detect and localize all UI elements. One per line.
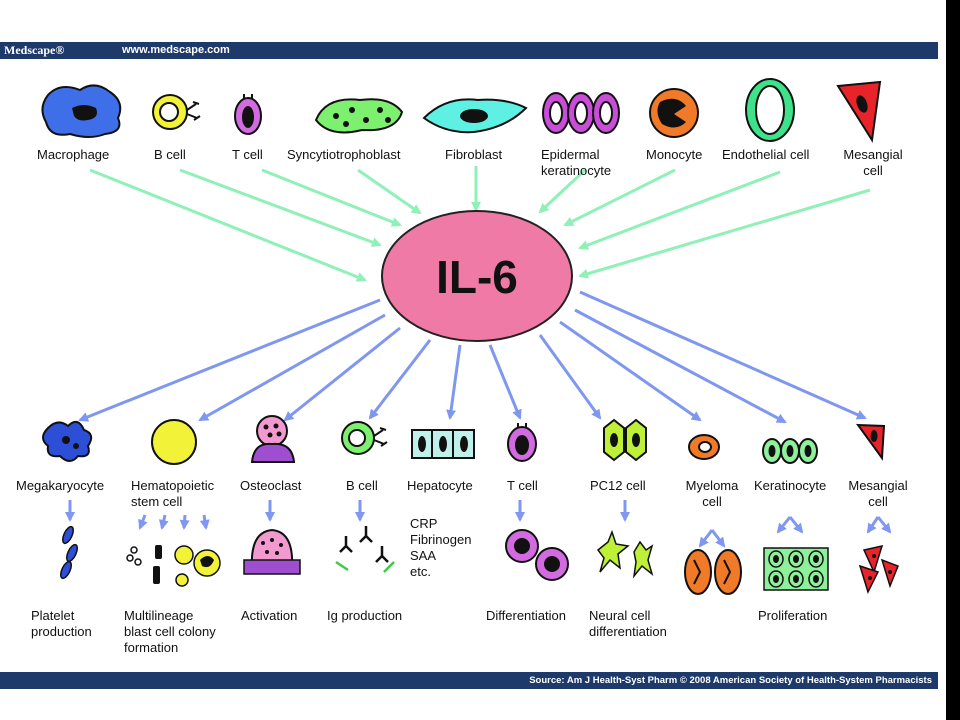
keratinocyte-icon [762, 438, 818, 464]
producer-label-t-cell: T cell [232, 147, 263, 162]
producer-label-syncytiotrophoblast: Syncytiotrophoblast [287, 147, 401, 162]
producer-label-fibroblast: Fibroblast [445, 147, 503, 162]
effect-label-differentiation: Differentiation [486, 608, 566, 623]
keratinocyte-proliferation-icon [763, 547, 829, 591]
target-label-myeloma-cell: Myeloma cell [685, 478, 739, 509]
il6-diagram: IL-6 [41, 78, 899, 595]
platelets-icon [59, 525, 79, 580]
effect-label-activation: Activation [241, 608, 298, 623]
slide-edge-bar [946, 0, 960, 720]
b-cell-icon [152, 94, 201, 130]
effect-label-acute-phase-proteins: CRP Fibrinogen SAA etc. [410, 516, 472, 579]
header-bar: Medscape® www.medscape.com [0, 42, 938, 59]
t-cell-icon [234, 94, 262, 135]
medscape-logo: Medscape® [4, 43, 65, 57]
effect-label-multilineage: Multilineage blast cell colony formation [124, 608, 216, 655]
mesangial-cell-target-icon [855, 423, 886, 461]
neural-cells-icon [596, 529, 654, 579]
producer-label-b-cell: B cell [154, 147, 186, 162]
myeloma-cell-icon [688, 434, 720, 460]
differentiated-t-cells-icon [505, 529, 569, 581]
mesangial-cell-icon [836, 80, 882, 143]
target-label-osteoclast: Osteoclast [240, 478, 302, 493]
effect-label-neural-differentiation: Neural cell differentiation [589, 608, 667, 639]
b-cell-target-icon [341, 421, 388, 455]
syncytiotrophoblast-icon [314, 98, 404, 134]
effect-label-ig-production: Ig production [327, 608, 403, 623]
endothelial-cell-icon [745, 78, 795, 142]
epidermal-keratinocyte-icon [542, 92, 620, 134]
target-label-megakaryocyte: Megakaryocyte [16, 478, 105, 493]
target-label-mesangial-cell: Mesangial cell [848, 478, 908, 509]
fibroblast-icon [422, 98, 528, 134]
il6-label: IL-6 [436, 251, 518, 303]
producer-label-epidermal-keratinocyte: Epidermal keratinocyte [541, 147, 612, 178]
mesangial-proliferation-icon [858, 544, 899, 595]
hepatocyte-icon [411, 429, 475, 459]
site-url[interactable]: www.medscape.com [122, 44, 230, 56]
input-arrows [89, 166, 871, 282]
target-label-pc12-cell: PC12 cell [590, 478, 646, 493]
antibody-icon [335, 526, 395, 573]
t-cell-target-icon [507, 423, 537, 462]
producer-label-macrophage: Macrophage [37, 147, 110, 162]
output-arrows [65, 290, 892, 548]
producer-label-monocyte: Monocyte [646, 147, 703, 162]
osteoclast-icon [250, 415, 296, 463]
effect-label-proliferation: Proliferation [758, 608, 828, 623]
pc12-cell-icon [603, 418, 647, 462]
myeloma-proliferation-icon [684, 549, 742, 595]
effect-label-platelet-production: Platelet production [31, 608, 92, 639]
target-label-b-cell: B cell [346, 478, 378, 493]
target-label-keratinocyte: Keratinocyte [754, 478, 827, 493]
il6-ellipse [381, 210, 573, 342]
blast-colony-icon [126, 545, 221, 587]
megakaryocyte-icon [42, 420, 93, 462]
target-label-hematopoietic-stem-cell: Hematopoietic stem cell [131, 478, 215, 509]
macrophage-icon [41, 84, 122, 138]
source-citation: Source: Am J Health-Syst Pharm © 2008 Am… [529, 675, 932, 686]
target-label-hepatocyte: Hepatocyte [407, 478, 473, 493]
producer-label-mesangial-cell: Mesangial cell [843, 147, 903, 178]
producer-label-endothelial-cell: Endothelial cell [722, 147, 810, 162]
footer-bar: Source: Am J Health-Syst Pharm © 2008 Am… [0, 672, 938, 689]
hematopoietic-stem-cell-icon [151, 419, 197, 465]
target-label-t-cell: T cell [507, 478, 538, 493]
monocyte-icon [649, 88, 699, 138]
activated-osteoclast-icon [243, 528, 301, 575]
